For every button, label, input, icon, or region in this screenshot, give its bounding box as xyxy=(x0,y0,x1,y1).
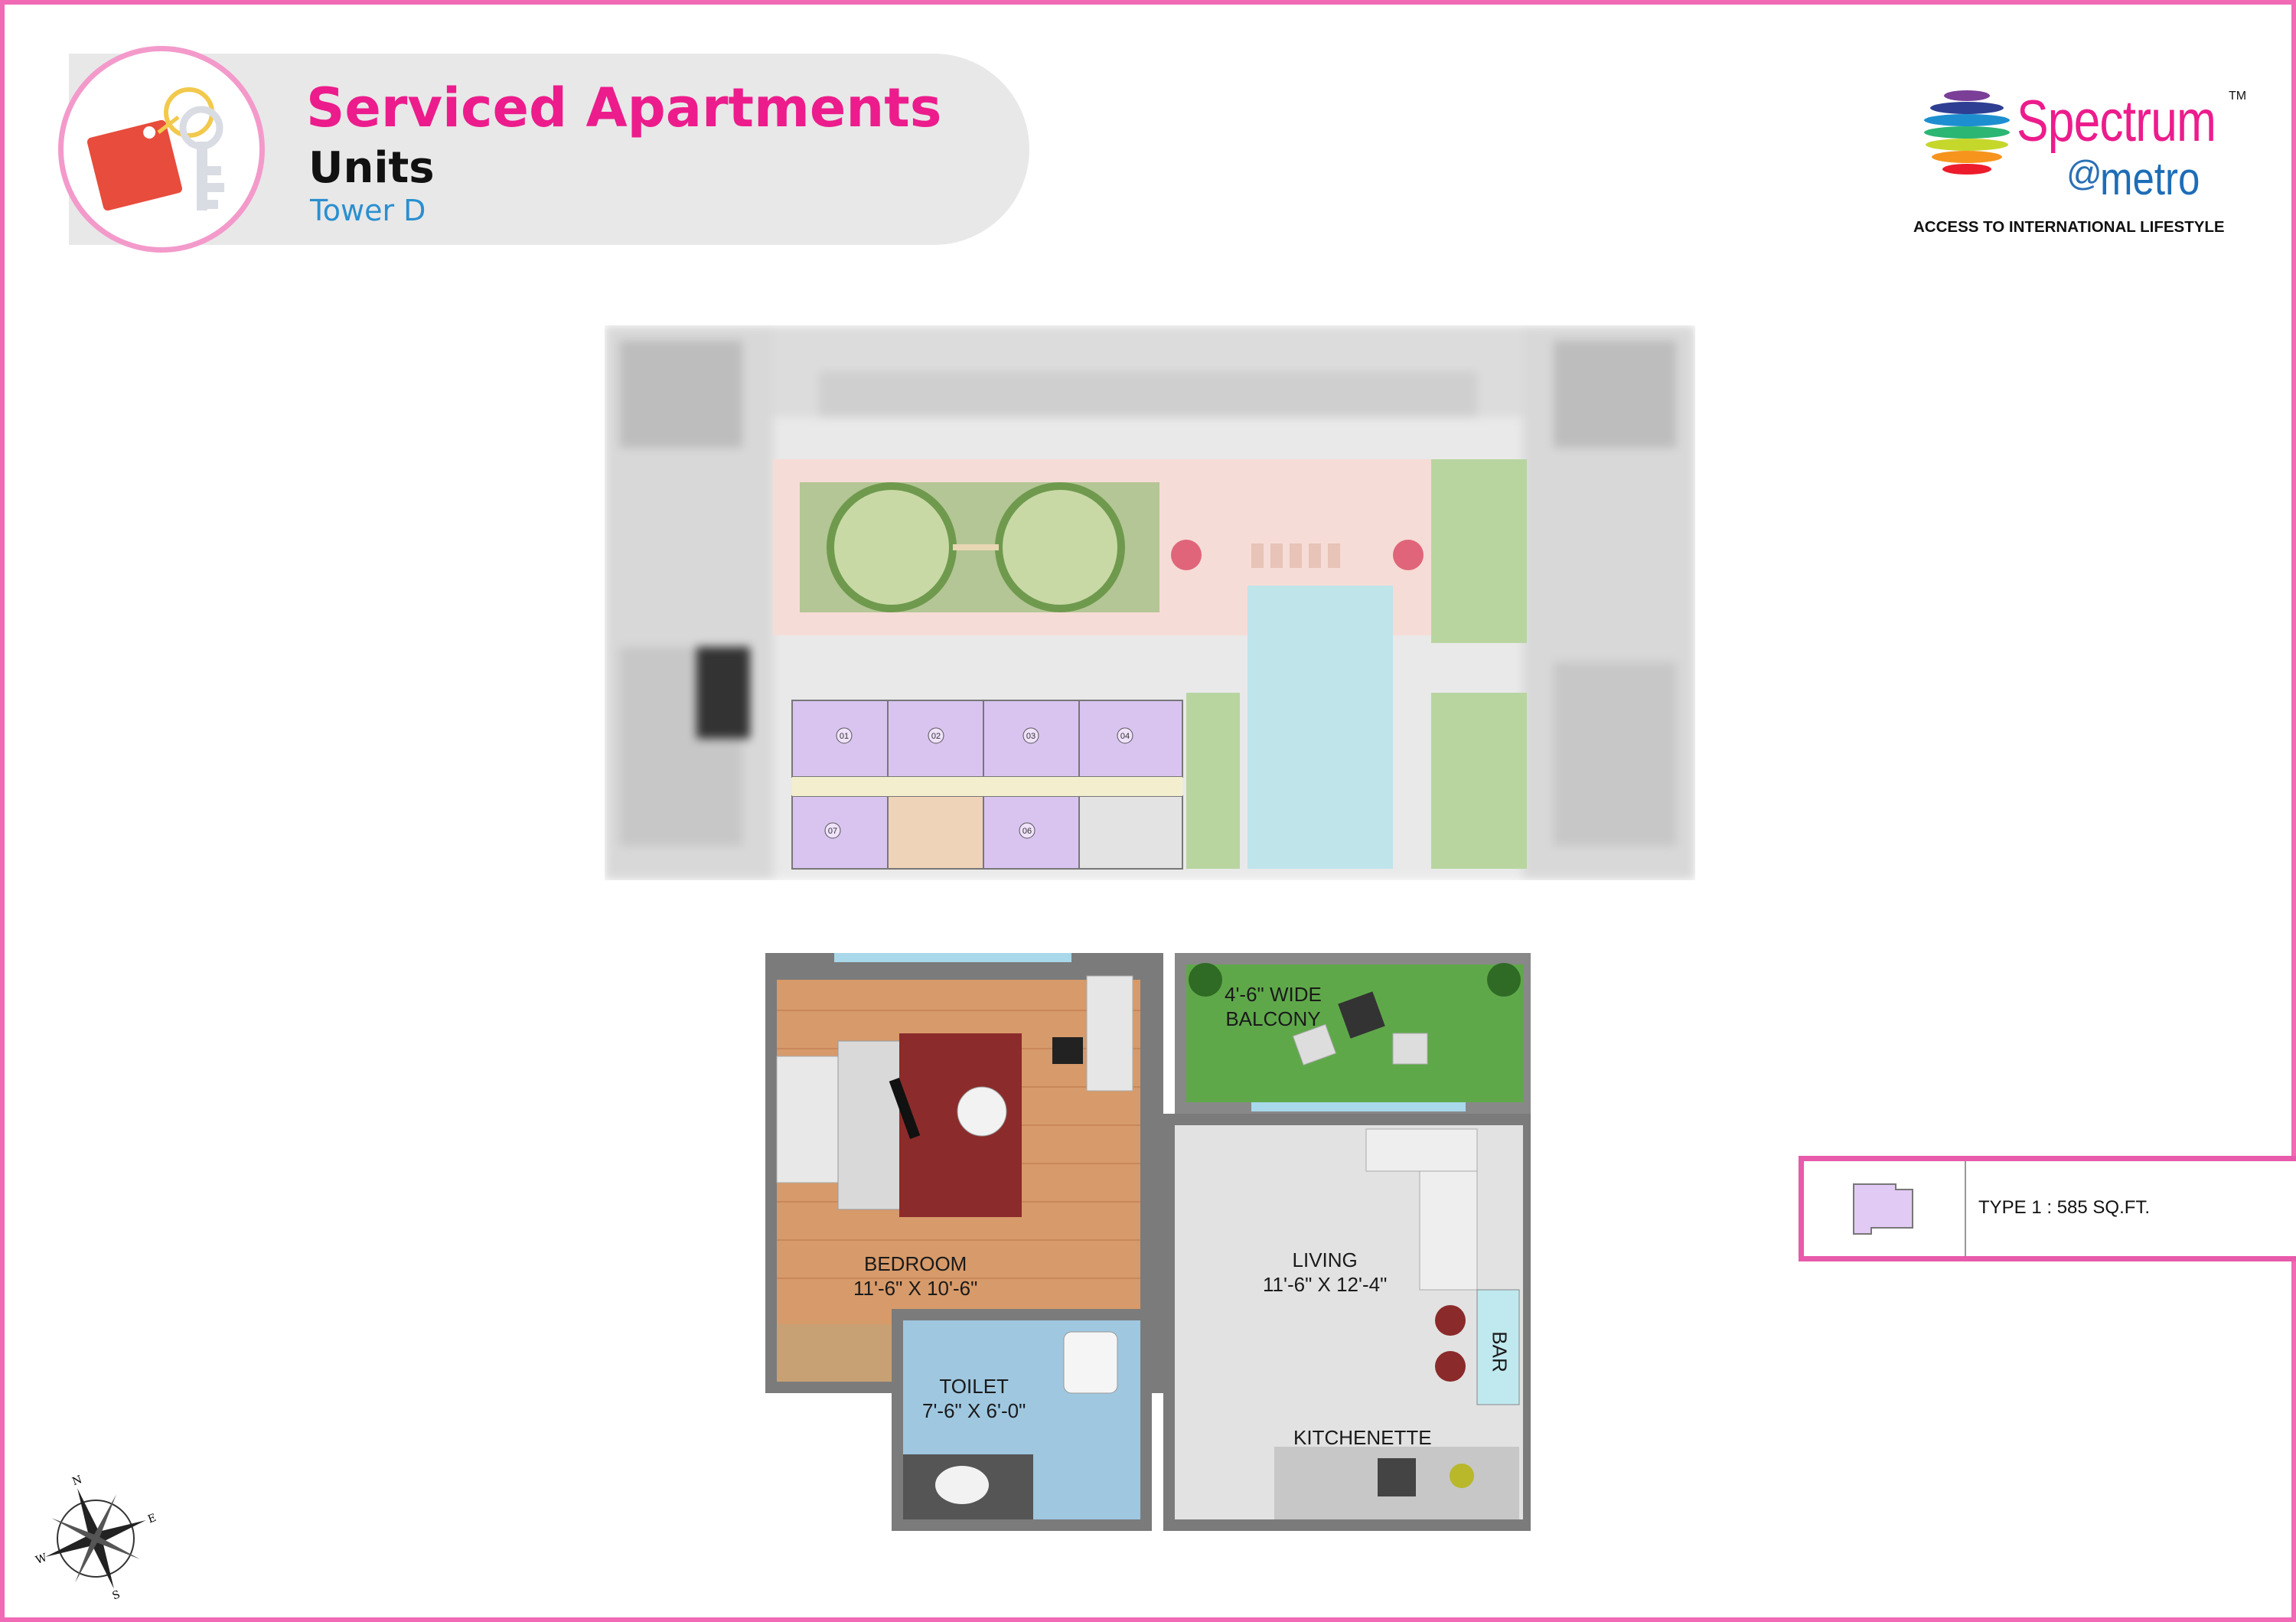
unit-label-03: 03 xyxy=(1026,732,1035,741)
compass-n: N xyxy=(70,1474,83,1488)
toilet-size: 7'-6" X 6'-0" xyxy=(922,1399,1026,1422)
unit-label-07: 07 xyxy=(828,827,837,836)
toilet-name: TOILET xyxy=(939,1375,1009,1398)
unit-label-01: 01 xyxy=(840,732,849,741)
key-tag-icon xyxy=(86,87,224,211)
compass-s: S xyxy=(111,1588,122,1602)
toilet-label: TOILET 7'-6" X 6'-0" xyxy=(922,1374,1026,1423)
balcony-width: 4'-6" WIDE xyxy=(1225,983,1322,1006)
bedroom-size: 11'-6" X 10'-6" xyxy=(853,1277,978,1300)
bar-label: BAR xyxy=(1488,1331,1512,1372)
site-plan: 01 02 03 04 06 07 xyxy=(605,325,1695,880)
compass-w: W xyxy=(34,1552,50,1567)
living-label: LIVING 11'-6" X 12'-4" xyxy=(1263,1248,1387,1297)
compass-rose: N E S W xyxy=(31,1474,161,1604)
brand-logo: Spectrum TM @ metro ACCESS TO INTERNATIO… xyxy=(1913,80,2258,241)
kitchenette-label: KITCHENETTE xyxy=(1293,1426,1432,1449)
unit-label-06: 06 xyxy=(1022,827,1032,836)
spectrum-globe-icon xyxy=(1924,90,2010,175)
site-plan-drawing: 01 02 03 04 06 07 xyxy=(605,325,1695,880)
unit-floor-plan: BEDROOM 11'-6" X 10'-6" LIVING 11'-6" X … xyxy=(762,949,1534,1531)
page-subtitle: Units xyxy=(308,143,435,193)
brand-tm: TM xyxy=(2229,90,2247,103)
unit-type-legend: TYPE 1 : 585 SQ.FT. xyxy=(1799,1156,2296,1261)
brand-sub: metro xyxy=(2100,153,2200,204)
brand-name: Spectrum xyxy=(2017,89,2216,154)
balcony-name: BALCONY xyxy=(1225,1007,1321,1030)
unit-label-02: 02 xyxy=(931,732,941,741)
header-badge xyxy=(58,46,265,253)
floor-plan-drawing xyxy=(765,953,1531,1531)
compass-icon: N E S W xyxy=(34,1474,158,1602)
bedroom-label: BEDROOM 11'-6" X 10'-6" xyxy=(853,1252,977,1301)
compass-e: E xyxy=(146,1512,158,1526)
living-size: 11'-6" X 12'-4" xyxy=(1263,1273,1388,1296)
brand-at: @ xyxy=(2066,153,2102,193)
bedroom-name: BEDROOM xyxy=(863,1252,967,1275)
legend-divider xyxy=(1965,1161,1966,1256)
legend-label: TYPE 1 : 585 SQ.FT. xyxy=(1978,1197,2151,1218)
page-title: Serviced Apartments xyxy=(306,77,942,139)
brand-tagline: ACCESS TO INTERNATIONAL LIFESTYLE xyxy=(1913,218,2225,236)
unit-type-swatch xyxy=(1853,1183,1913,1235)
tower-label: Tower D xyxy=(310,194,426,227)
unit-label-04: 04 xyxy=(1120,732,1130,741)
living-name: LIVING xyxy=(1292,1248,1358,1271)
balcony-label: 4'-6" WIDE BALCONY xyxy=(1225,982,1322,1031)
